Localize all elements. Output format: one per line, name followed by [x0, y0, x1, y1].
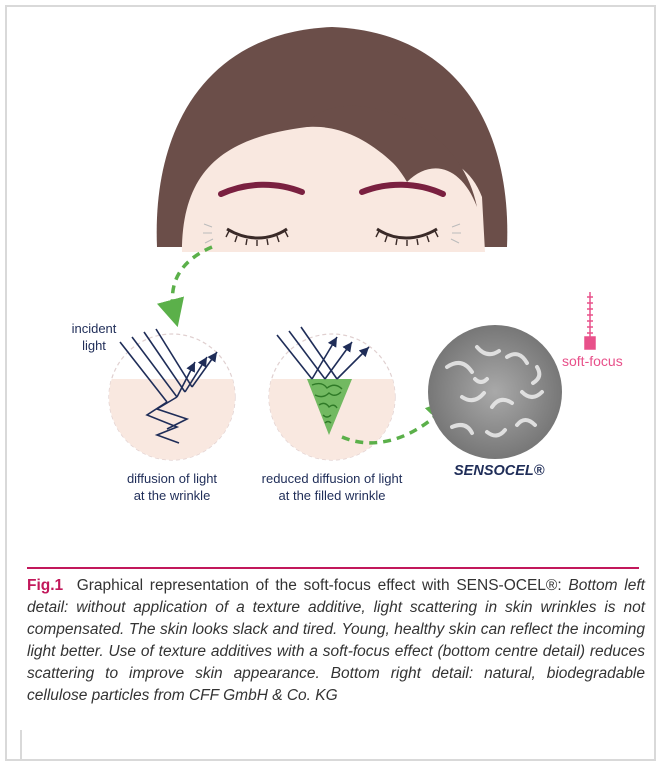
- soft-focus-label: soft-focus: [562, 353, 623, 369]
- figure-frame: incident light diffusion of light at the…: [5, 5, 656, 761]
- diffusion-label: diffusion of light at the wrinkle: [87, 470, 257, 504]
- brand-label: SENSOCEL®: [454, 463, 544, 479]
- face-illustration: [157, 27, 508, 252]
- filled-wrinkle-circle: [267, 327, 397, 469]
- zipper-icon: [585, 292, 595, 349]
- figure-label: Fig.1: [27, 577, 63, 594]
- caption-rule: [27, 567, 639, 569]
- caption-italic-text: Bottom left detail: without application …: [27, 577, 645, 704]
- dashed-arrow-eye: [172, 247, 212, 317]
- page-edge-line: [20, 730, 22, 760]
- figure-caption: Fig.1 Graphical representation of the so…: [27, 575, 645, 707]
- cellulose-sem-image: [428, 325, 562, 459]
- incident-light-label: incident light: [59, 320, 129, 354]
- caption-text: Graphical representation of the soft-foc…: [77, 577, 562, 594]
- reduced-diffusion-label: reduced diffusion of light at the filled…: [242, 470, 422, 504]
